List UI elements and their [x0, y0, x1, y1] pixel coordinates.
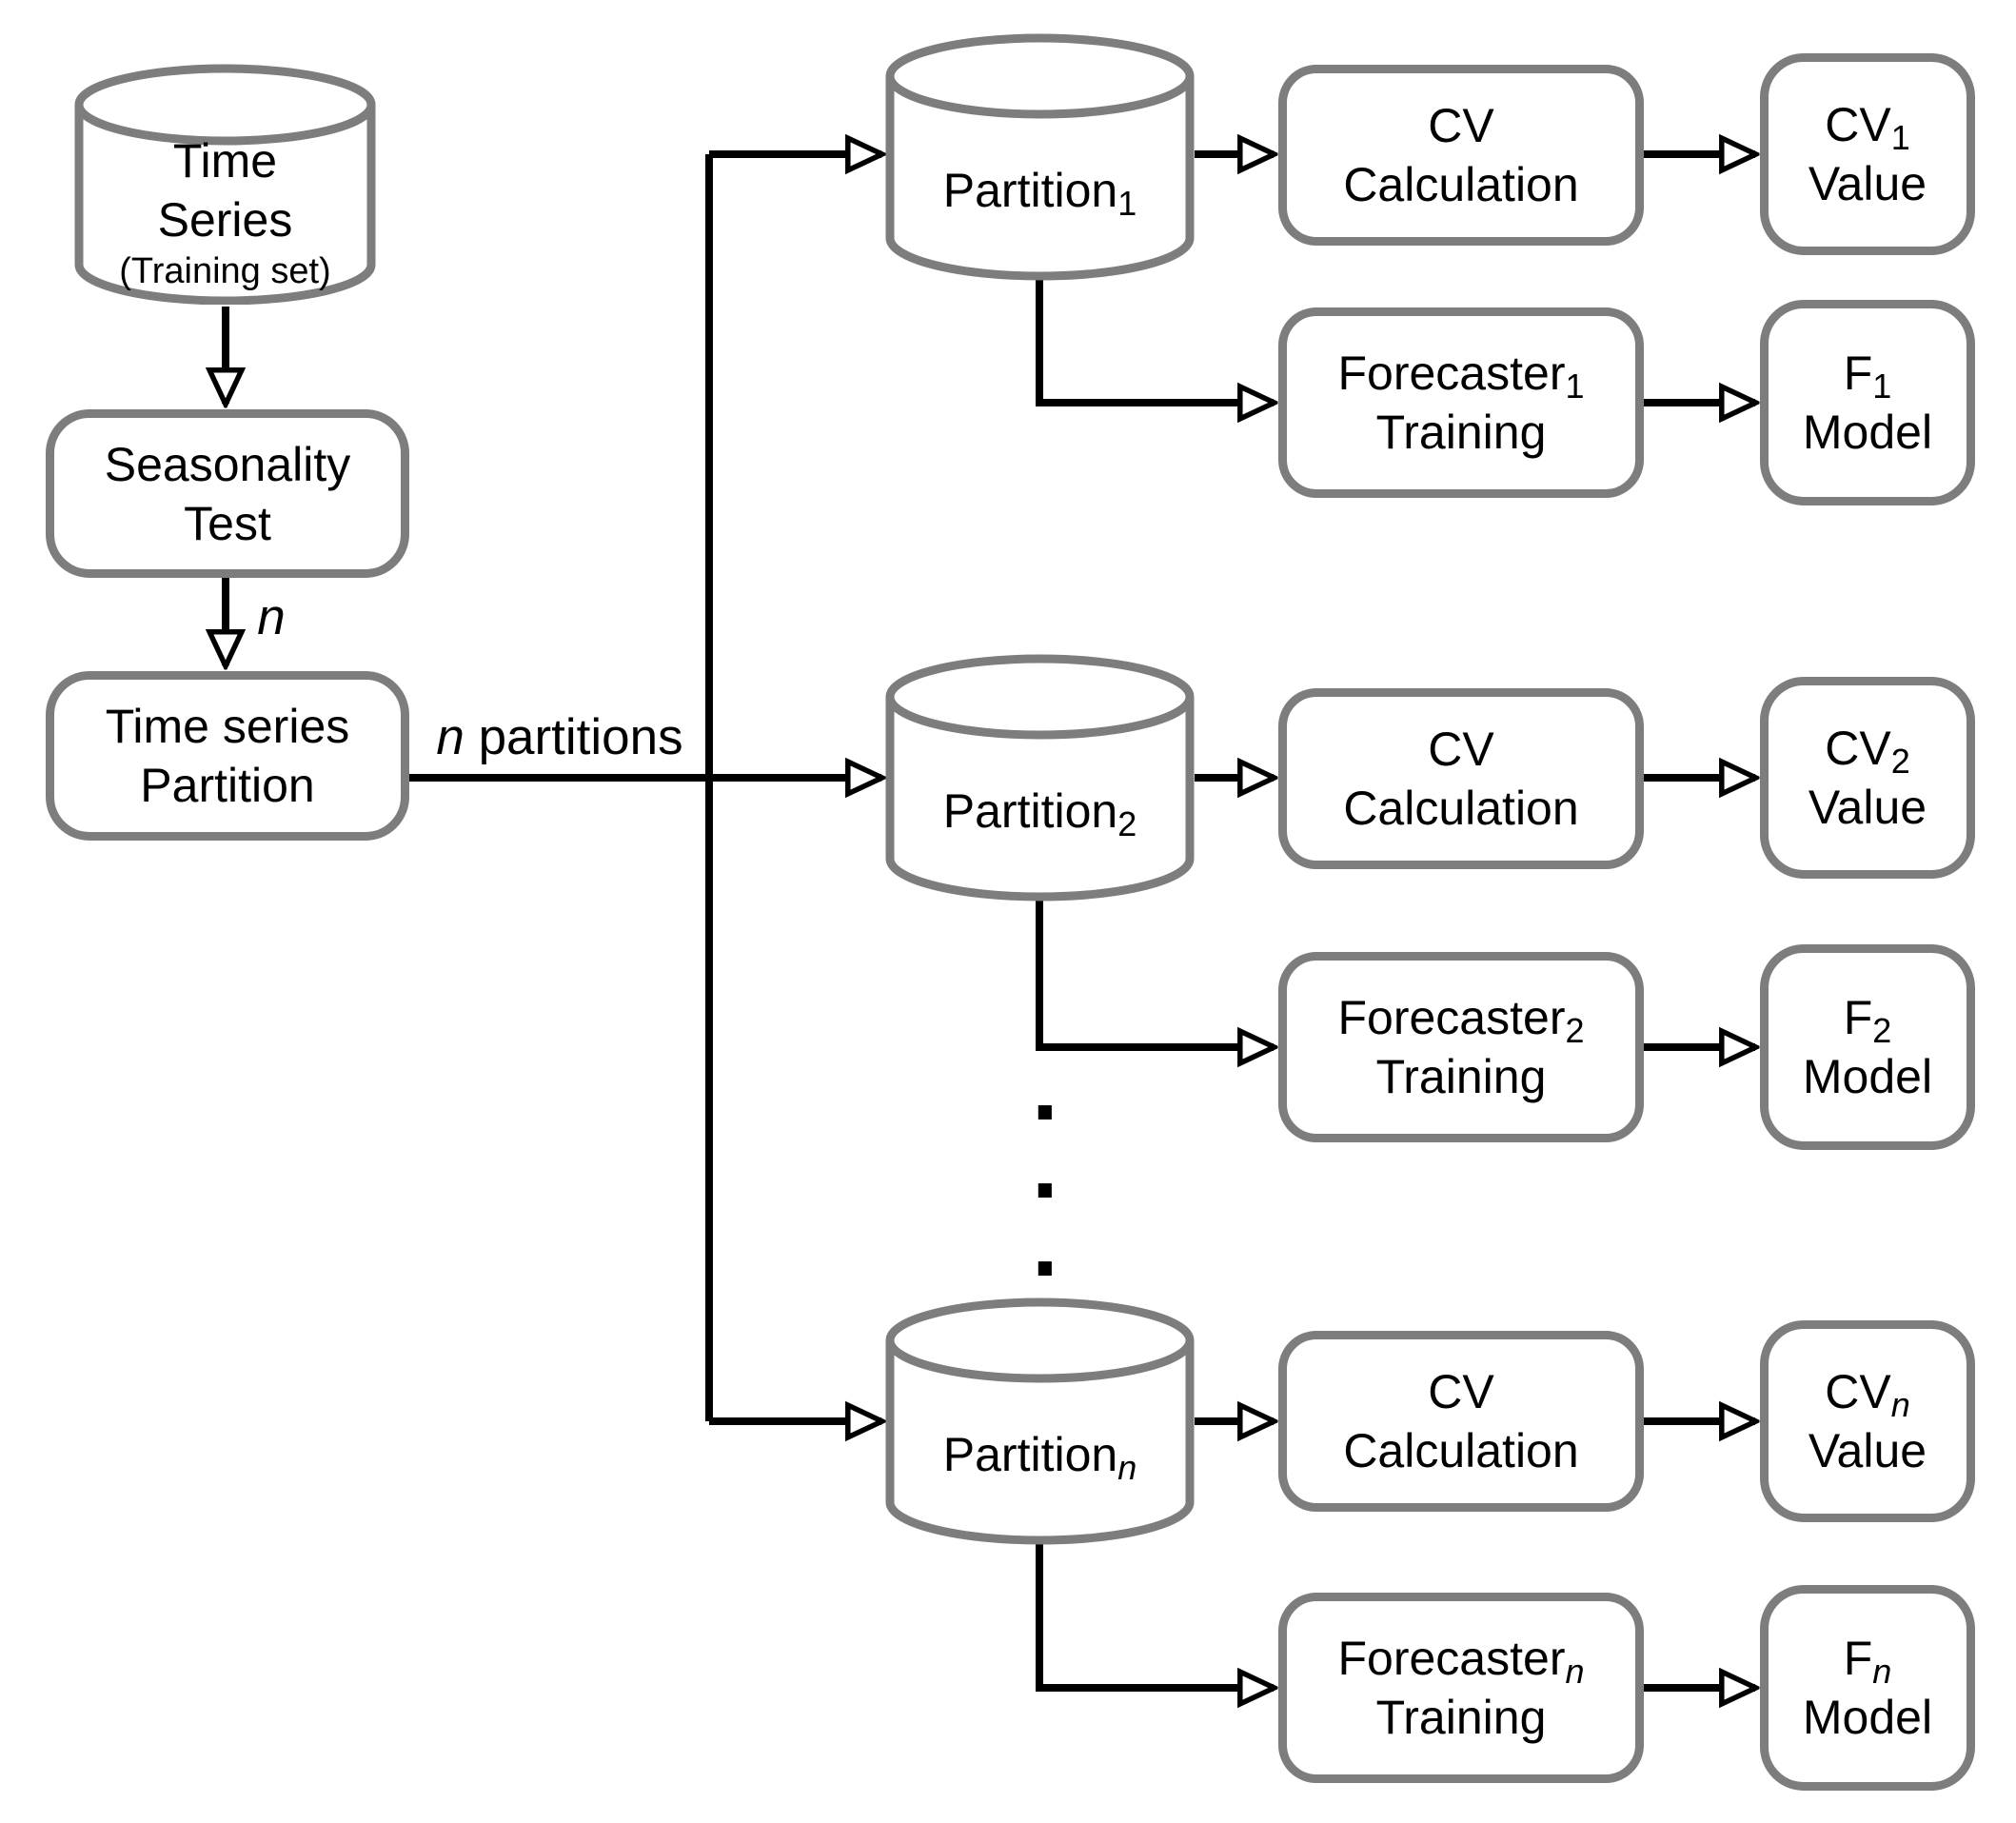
cv-calculation-1-line2: Calculation: [1343, 158, 1579, 211]
arrow-partition1-to-forecaster1: [1036, 276, 1274, 403]
forecaster-n-line1: Forecastern: [1337, 1632, 1585, 1692]
cv-calculation-n-line2: Calculation: [1343, 1424, 1579, 1477]
cylinder-shape: [885, 1298, 1195, 1545]
time-series-db: Time Series (Training set): [74, 64, 376, 305]
cv-calculation-2-line2: Calculation: [1343, 782, 1579, 835]
f-model-box-2: F2 Model: [1760, 944, 1975, 1150]
time-series-partition-line1: Time series: [105, 700, 350, 753]
partition-1-label: Partition1: [942, 164, 1137, 224]
forecaster-1-line1: Forecaster1: [1337, 347, 1585, 406]
cv-calculation-box-2: CV Calculation: [1278, 688, 1644, 869]
forecaster-1-line2: Training: [1375, 406, 1547, 459]
cv-calculation-1-line1: CV: [1428, 99, 1494, 152]
f-model-1-line1: F1: [1843, 347, 1892, 406]
forecaster-training-box-n: Forecastern Training: [1278, 1593, 1644, 1783]
cv-value-n-line1: CVn: [1825, 1365, 1910, 1425]
partition-n-db: Partitionn: [885, 1298, 1195, 1545]
n-partitions-label-rest: partitions: [464, 709, 683, 765]
f-model-box-1: F1 Model: [1760, 300, 1975, 505]
cylinder-shape: [885, 654, 1195, 902]
partition-2-label: Partition2: [942, 784, 1137, 844]
forecaster-n-line2: Training: [1375, 1691, 1547, 1744]
cv-value-1-line1: CV1: [1825, 98, 1910, 158]
cv-calculation-n-line1: CV: [1428, 1365, 1494, 1418]
partition-2-db: Partition2: [885, 654, 1195, 902]
cv-value-box-1: CV1 Value: [1760, 53, 1975, 255]
cv-calculation-2-line1: CV: [1428, 723, 1494, 776]
cv-value-1-line2: Value: [1808, 157, 1927, 210]
seasonality-test-box: Seasonality Test: [46, 409, 409, 578]
f-model-n-line2: Model: [1802, 1691, 1933, 1744]
cv-value-box-n: CVn Value: [1760, 1320, 1975, 1522]
ellipsis-dot: .: [1032, 1190, 1058, 1297]
ellipsis-dot: .: [1032, 1034, 1058, 1140]
n-arrow-label: n: [257, 589, 286, 645]
cv-calculation-box-1: CV Calculation: [1278, 65, 1644, 246]
cv-value-n-line2: Value: [1808, 1424, 1927, 1477]
forecaster-2-line1: Forecaster2: [1337, 991, 1585, 1051]
f-model-2-line2: Model: [1802, 1050, 1933, 1103]
partition-n-label: Partitionn: [942, 1428, 1137, 1488]
forecaster-2-line2: Training: [1375, 1050, 1547, 1103]
arrow-partitionn-to-forecastern: [1036, 1535, 1274, 1688]
partition-1-db: Partition1: [885, 33, 1195, 281]
f-model-n-line1: Fn: [1843, 1632, 1892, 1692]
seasonality-test-line1: Seasonality: [104, 437, 351, 491]
cv-calculation-box-n: CV Calculation: [1278, 1331, 1644, 1512]
n-partitions-label: n partitions: [417, 708, 702, 766]
n-partitions-label-n: n: [436, 709, 464, 765]
f-model-1-line2: Model: [1802, 406, 1933, 459]
time-series-db-line2: Series: [157, 192, 293, 247]
f-model-box-n: Fn Model: [1760, 1585, 1975, 1791]
f-model-2-line1: F2: [1843, 991, 1892, 1051]
cylinder-shape: [74, 64, 376, 305]
forecaster-training-box-1: Forecaster1 Training: [1278, 307, 1644, 498]
ellipsis-dot: .: [1032, 1112, 1058, 1219]
seasonality-test-line2: Test: [184, 496, 271, 550]
time-series-partition-line2: Partition: [140, 759, 315, 812]
arrow-partition2-to-forecaster2: [1036, 895, 1274, 1047]
time-series-partition-box: Time series Partition: [46, 671, 409, 841]
forecaster-training-box-2: Forecaster2 Training: [1278, 952, 1644, 1142]
cv-value-2-line1: CV2: [1825, 722, 1910, 782]
cylinder-shape: [885, 33, 1195, 281]
cv-value-2-line2: Value: [1808, 781, 1927, 834]
cv-value-box-2: CV2 Value: [1760, 677, 1975, 879]
time-series-db-line3: (Training set): [119, 250, 331, 291]
time-series-db-line1: Time: [172, 133, 278, 188]
